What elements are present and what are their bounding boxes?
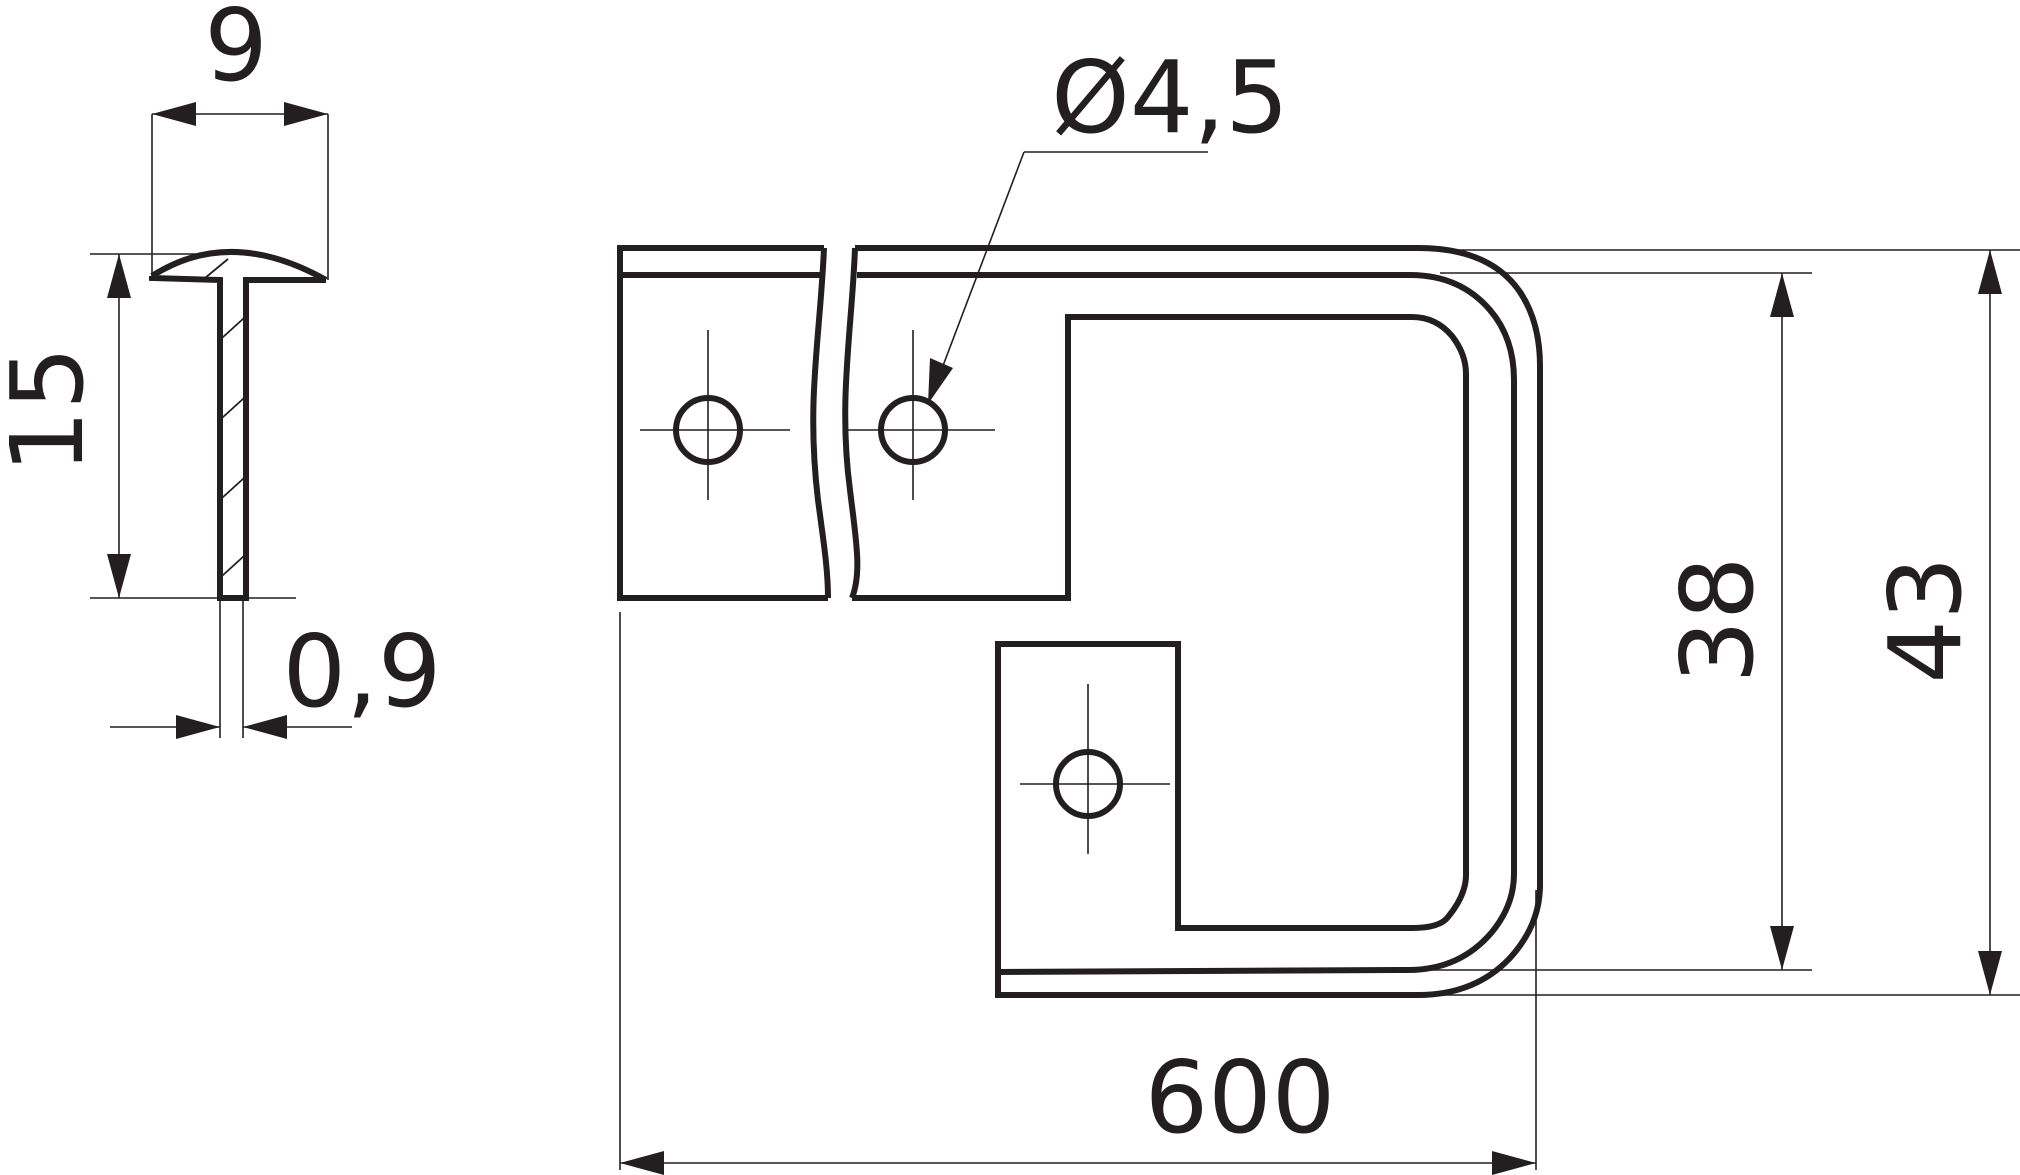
section-hatch	[221, 317, 245, 339]
arrowhead	[1492, 1151, 1536, 1175]
break-line-right	[842, 247, 861, 600]
dimension-outer-height: 43	[1867, 556, 1984, 683]
dimension-rivet-height: 15	[0, 346, 106, 473]
section-hatch	[221, 397, 245, 419]
handle-inner-edge	[857, 272, 1517, 975]
arrowhead	[1770, 273, 1794, 317]
dimension-thickness: 0,9	[282, 613, 441, 730]
arrowhead	[107, 554, 131, 598]
arrowhead	[284, 102, 328, 126]
break-line-left	[810, 247, 831, 599]
dimension-hole-diameter: Ø4,5	[1051, 39, 1289, 156]
arrowhead	[176, 715, 220, 739]
rivet-head-dome	[150, 249, 328, 283]
section-hatch	[221, 477, 245, 499]
handle-outer-contour	[852, 245, 1543, 998]
dimension-head-width: 9	[204, 0, 268, 104]
arrowhead	[243, 715, 287, 739]
arrowhead	[152, 102, 196, 126]
rivet-head-base	[149, 275, 326, 601]
strip-left-piece	[617, 245, 828, 601]
rivet-section-view: 9 15 0,9	[0, 0, 442, 739]
dimension-length: 600	[1145, 1039, 1336, 1156]
arrowhead	[620, 1151, 664, 1175]
section-hatch	[221, 555, 245, 577]
arrowhead	[1978, 951, 2002, 995]
arrowhead	[1978, 250, 2002, 294]
dimension-inner-height: 38	[1659, 556, 1776, 683]
arrowhead	[1770, 926, 1794, 970]
section-hatch	[204, 258, 229, 279]
arrowhead	[107, 254, 131, 298]
mounting-hole-2	[845, 330, 995, 500]
leader-line	[929, 151, 1025, 401]
handle-plan-view: Ø4,5 38 43 600	[617, 39, 2020, 1175]
mounting-hole-1	[640, 330, 790, 500]
arrowhead	[928, 358, 953, 404]
mounting-hole-3	[1020, 684, 1170, 854]
